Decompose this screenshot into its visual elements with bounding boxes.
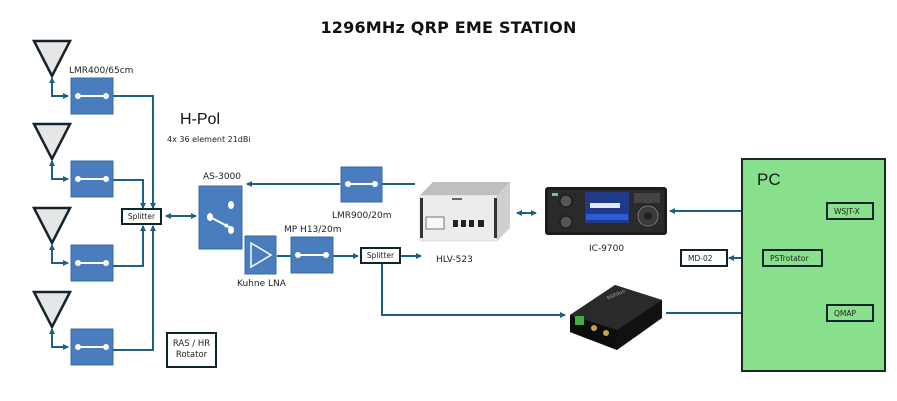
amplifier-image bbox=[419, 182, 510, 242]
connector-dot bbox=[75, 344, 81, 350]
feed-line-2 bbox=[113, 179, 146, 209]
rotator-label-1: RAS / HR bbox=[172, 339, 211, 349]
feed-line-1 bbox=[113, 95, 156, 209]
feed-cable-label: LMR400/65cm bbox=[69, 66, 134, 76]
tx-splitter-label: Splitter bbox=[366, 251, 395, 260]
pc-label: PC bbox=[757, 170, 781, 189]
antenna-feed-line bbox=[49, 77, 69, 99]
tx-cable-label: LMR900/20m bbox=[332, 211, 392, 221]
antenna-row bbox=[31, 206, 114, 282]
connector-dot bbox=[75, 260, 81, 266]
pc-app-pstrotator[interactable]: PSTrotator bbox=[762, 249, 823, 267]
connector-dot bbox=[103, 260, 109, 266]
connector-dot bbox=[103, 93, 109, 99]
splitter-to-sdr bbox=[381, 264, 566, 318]
polarization-label: H-Pol bbox=[180, 111, 221, 128]
tx-splitter: Splitter bbox=[360, 247, 401, 264]
antenna-feed-line bbox=[49, 328, 69, 350]
amplifier-triangle-icon bbox=[250, 241, 273, 269]
feed-line-4 bbox=[113, 225, 156, 351]
rotator-box: RAS / HR Rotator bbox=[166, 332, 217, 368]
antenna-rows bbox=[31, 39, 114, 366]
antenna-row bbox=[31, 290, 114, 366]
md02-box: MD-02 bbox=[680, 249, 728, 267]
rx-splitter-label: Splitter bbox=[127, 212, 156, 221]
sequencer-block bbox=[198, 185, 243, 250]
connector-dot bbox=[103, 176, 109, 182]
pc-app-qmap[interactable]: QMAP bbox=[826, 304, 874, 322]
antenna-icon bbox=[31, 122, 73, 162]
pc-app-wsjtx[interactable]: WSJT-X bbox=[826, 202, 874, 220]
tx-cable-block bbox=[340, 166, 383, 203]
connector-dot bbox=[103, 344, 109, 350]
amplifier-label: HLV-523 bbox=[436, 255, 473, 265]
feed-line-3 bbox=[113, 225, 146, 267]
lna-block bbox=[244, 235, 277, 275]
antenna-feed-line bbox=[49, 160, 69, 182]
pc-app-label: QMAP bbox=[834, 308, 857, 318]
lna-label: Kuhne LNA bbox=[237, 279, 286, 289]
transceiver-image bbox=[545, 187, 667, 235]
transceiver-label: IC-9700 bbox=[589, 244, 625, 254]
md02-label: MD-02 bbox=[688, 253, 713, 263]
lna-cable-block bbox=[290, 236, 334, 274]
diagram-title: 1296MHz QRP EME STATION bbox=[320, 18, 577, 37]
antenna-row bbox=[31, 39, 114, 115]
pc-app-label: WSJT-X bbox=[834, 206, 860, 216]
antenna-feed-line bbox=[49, 244, 69, 266]
array-description: 4x 36 element 21dBi bbox=[167, 135, 251, 144]
lna-cable-label: MP H13/20m bbox=[284, 225, 342, 235]
antenna-icon bbox=[31, 290, 73, 330]
connector-dot bbox=[75, 176, 81, 182]
rx-splitter: Splitter bbox=[121, 208, 162, 225]
rotator-label-2: Rotator bbox=[175, 350, 208, 360]
switch-icon bbox=[209, 216, 230, 228]
pc-app-label: PSTrotator bbox=[770, 253, 809, 263]
pc-container: PC bbox=[741, 158, 886, 372]
antenna-icon bbox=[31, 206, 73, 246]
sequencer-label: AS-3000 bbox=[203, 172, 242, 182]
sdr-receiver-image: RSPduo bbox=[570, 285, 662, 350]
antenna-icon bbox=[31, 39, 73, 79]
antenna-row bbox=[31, 122, 114, 198]
connector-dot bbox=[75, 93, 81, 99]
